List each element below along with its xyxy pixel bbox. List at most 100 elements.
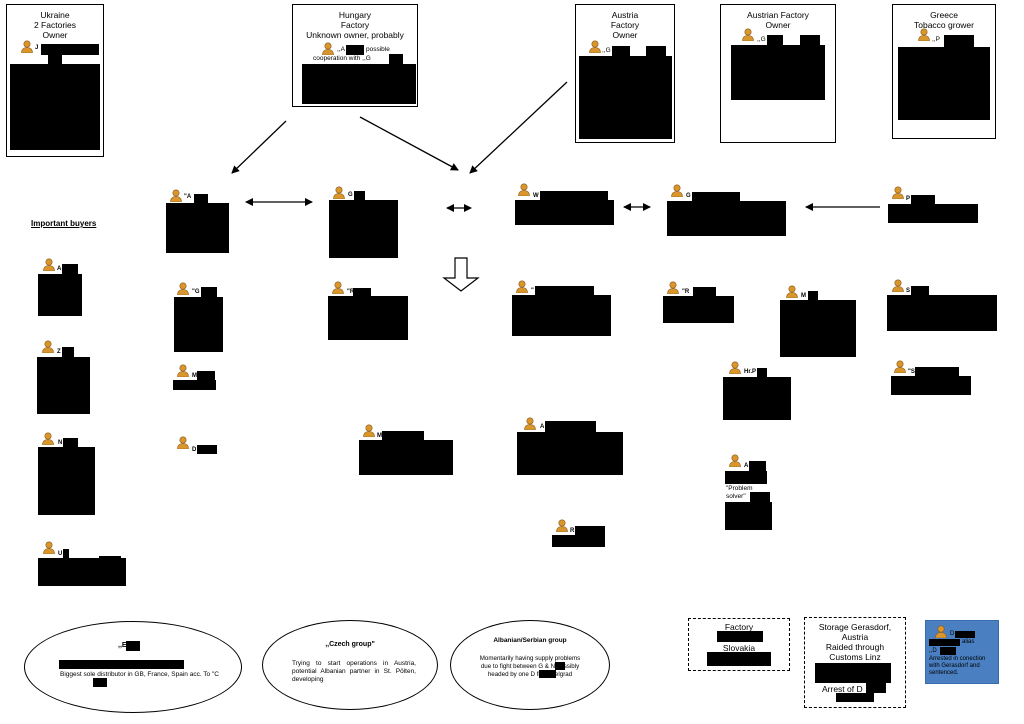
redaction bbox=[866, 683, 886, 693]
redaction bbox=[749, 461, 766, 471]
redaction bbox=[540, 191, 608, 200]
redaction bbox=[692, 192, 740, 201]
redaction bbox=[579, 56, 672, 139]
node-label: "G bbox=[192, 289, 200, 295]
person-icon bbox=[333, 186, 345, 199]
person-icon bbox=[935, 625, 947, 638]
person-icon bbox=[729, 361, 741, 374]
redaction bbox=[93, 678, 107, 687]
node-label: S bbox=[906, 288, 911, 294]
note-alias-name: ,,D bbox=[929, 648, 937, 654]
node-m-box bbox=[780, 300, 856, 357]
node-p-box bbox=[888, 204, 978, 223]
node-label: G bbox=[686, 193, 691, 199]
node-hrp-box bbox=[723, 377, 791, 420]
node-label: M bbox=[801, 293, 806, 299]
storage-line1: Storage Gerasdorf, bbox=[818, 622, 892, 632]
person-icon bbox=[177, 364, 189, 377]
redaction bbox=[59, 660, 184, 669]
node-label: A bbox=[744, 463, 749, 469]
note-alias: alias bbox=[962, 639, 975, 645]
node-g3-box bbox=[174, 297, 223, 352]
group-czech-title: ,,Czech group" bbox=[325, 641, 375, 648]
redaction bbox=[898, 47, 990, 120]
redaction bbox=[911, 286, 929, 295]
person-icon bbox=[322, 42, 334, 55]
node-label: W bbox=[533, 193, 539, 199]
node-r2-box bbox=[663, 296, 734, 323]
redaction bbox=[126, 641, 140, 651]
node-r3-box bbox=[552, 535, 605, 547]
redaction bbox=[48, 54, 62, 64]
arrest-note-box bbox=[925, 620, 999, 684]
producer-ukraine-line2: 2 Factories bbox=[33, 20, 77, 30]
node-m3-box bbox=[359, 440, 453, 475]
person-icon bbox=[667, 281, 679, 294]
greece-owner-label: ,,P bbox=[932, 36, 940, 43]
hungary-person-coop: cooperation with ,,G bbox=[313, 55, 371, 62]
redaction bbox=[731, 45, 825, 100]
austrian-factory-owner-label: ,,G & J bbox=[757, 36, 777, 43]
redaction bbox=[955, 631, 975, 638]
redaction bbox=[10, 64, 100, 150]
node-a3-box bbox=[725, 502, 772, 530]
hollow-down-arrow bbox=[442, 257, 480, 292]
redaction bbox=[41, 44, 99, 55]
redaction bbox=[940, 647, 956, 655]
buyer-label: N bbox=[58, 440, 63, 446]
person-icon bbox=[43, 258, 55, 271]
person-icon bbox=[177, 282, 189, 295]
node-label: M bbox=[192, 373, 197, 379]
producer-austria-line3: Owner bbox=[612, 30, 638, 40]
buyer-label: A bbox=[57, 266, 62, 272]
node-s-box bbox=[887, 295, 997, 331]
node-q-box bbox=[512, 295, 611, 336]
node-label: "R bbox=[347, 289, 355, 295]
node-label: "R bbox=[682, 289, 690, 295]
redaction bbox=[693, 287, 716, 296]
node-label: "A bbox=[184, 194, 192, 200]
note-text: Arrested in conection with Gerasdorf and… bbox=[929, 656, 986, 676]
node-label: D bbox=[192, 447, 197, 453]
redaction bbox=[707, 652, 771, 666]
producer-hungary-line3: Unknown owner, probably bbox=[306, 30, 404, 40]
person-icon bbox=[729, 454, 741, 467]
ukraine-owner-label: J bbox=[35, 45, 39, 51]
node-s2-box bbox=[891, 376, 971, 395]
producer-greece-title: Greece bbox=[930, 10, 958, 20]
redaction bbox=[346, 45, 364, 55]
redaction bbox=[944, 35, 974, 47]
buyer-label: Z bbox=[57, 349, 61, 355]
redaction bbox=[612, 46, 630, 56]
person-icon bbox=[556, 519, 568, 532]
buyer-u-box bbox=[38, 558, 126, 586]
arrow-hungary-to-a bbox=[231, 120, 287, 174]
person-icon bbox=[43, 541, 55, 554]
factory-slovakia-line2: Slovakia bbox=[722, 643, 756, 653]
redaction bbox=[63, 438, 78, 447]
redaction bbox=[353, 288, 371, 297]
producer-austrian-factory-title: Austrian Factory bbox=[747, 10, 809, 20]
person-icon bbox=[21, 40, 33, 53]
producer-greece-line2: Tobacco grower bbox=[913, 20, 974, 30]
redaction bbox=[725, 471, 767, 484]
redaction bbox=[197, 371, 215, 380]
node-g-box bbox=[329, 200, 398, 258]
buyer-n-box bbox=[38, 447, 95, 515]
group-albanian-title: Albanian/Serbian group bbox=[493, 637, 567, 644]
buyer-label: U bbox=[58, 551, 63, 557]
redaction bbox=[194, 194, 208, 203]
redaction bbox=[646, 46, 666, 56]
person-icon bbox=[894, 360, 906, 373]
redaction bbox=[915, 367, 959, 376]
group-albanian-text: Momentarily having supply problems due t… bbox=[479, 655, 581, 678]
node-label: R bbox=[570, 528, 575, 534]
redaction bbox=[535, 286, 594, 295]
redaction bbox=[575, 526, 605, 535]
node-label: M bbox=[377, 433, 382, 439]
node-label: P bbox=[906, 196, 911, 202]
node-w-box bbox=[515, 200, 614, 225]
hungary-person-a: ,,A bbox=[337, 46, 345, 53]
redaction bbox=[808, 291, 818, 300]
redaction bbox=[62, 347, 74, 357]
